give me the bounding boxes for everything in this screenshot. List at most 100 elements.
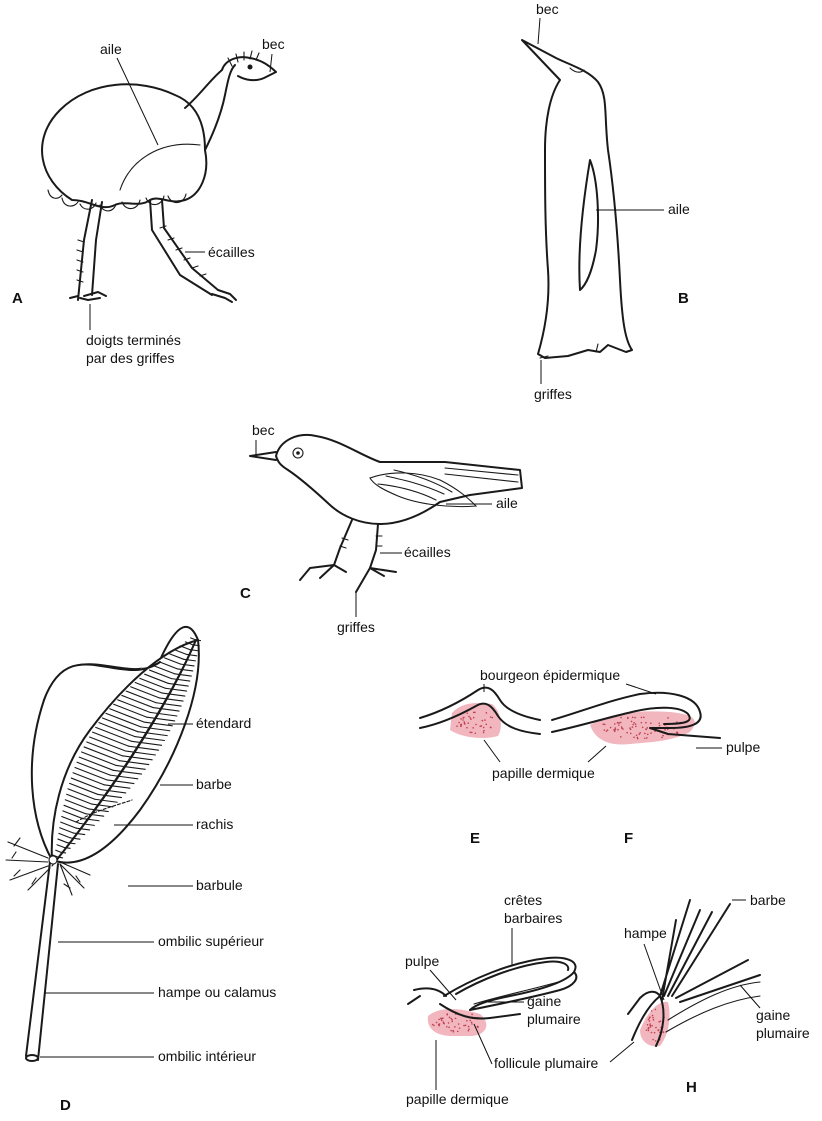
figure-letter-b: B xyxy=(678,290,689,307)
stipple-dot xyxy=(649,1016,651,1018)
label-d-lower-umbilicus: ombilic intérieur xyxy=(158,1048,256,1064)
figure-letter-f: F xyxy=(624,830,633,847)
figure-letter-c: C xyxy=(240,585,251,602)
stipple-dot xyxy=(633,722,635,724)
label-g-pulp: pulpe xyxy=(405,953,439,969)
label-c-claws: griffes xyxy=(337,619,375,635)
stipple-dot xyxy=(644,737,646,739)
stipple-dot xyxy=(432,1024,434,1026)
figure-letter-a: A xyxy=(12,290,23,307)
stipple-dot xyxy=(446,1026,448,1028)
feather-calamus xyxy=(26,862,58,1060)
stipple-dot xyxy=(663,1032,665,1034)
stipple-dot xyxy=(632,726,634,728)
stipple-dot xyxy=(451,1021,453,1023)
label-a-wing: aile xyxy=(100,41,122,57)
stipple-dot xyxy=(485,723,487,725)
stipple-dot xyxy=(607,729,609,731)
feather-lower-umbilicus xyxy=(26,1055,38,1061)
stipple-dot xyxy=(438,1019,440,1021)
stipple-dot xyxy=(655,1040,657,1042)
stipple-dot xyxy=(639,732,641,734)
stipple-dot xyxy=(490,727,492,729)
stipple-dot xyxy=(466,1020,468,1022)
stipple-dot xyxy=(439,1023,441,1025)
stipple-dot xyxy=(484,719,486,721)
stipple-dot xyxy=(659,725,661,727)
stipple-dot xyxy=(654,1032,656,1034)
stipple-dot xyxy=(634,717,636,719)
label-b-wing: aile xyxy=(668,201,690,217)
label-g-ridges-line2: barbaires xyxy=(504,910,562,926)
label-g-sheath-line2: plumaire xyxy=(527,1011,581,1027)
stipple-dot xyxy=(630,733,632,735)
stipple-dot xyxy=(644,733,646,735)
stipple-dot xyxy=(657,1030,659,1032)
stipple-dot xyxy=(647,727,649,729)
stipple-dot xyxy=(470,718,472,720)
stipple-dot xyxy=(627,717,629,719)
figure-f-bud xyxy=(552,693,720,745)
stipple-dot xyxy=(440,1018,442,1020)
figure-letter-h: H xyxy=(686,1079,697,1096)
stipple-dot xyxy=(448,1022,450,1024)
stipple-dot xyxy=(655,1009,657,1011)
label-h-shaft: hampe xyxy=(624,925,667,941)
stipple-dot xyxy=(472,727,474,729)
label-d-upper-umbilicus: ombilic supérieur xyxy=(158,933,264,949)
stipple-dot xyxy=(454,1026,456,1028)
stipple-dot xyxy=(658,722,660,724)
stipple-dot xyxy=(471,1021,473,1023)
stipple-dot xyxy=(618,724,620,726)
stipple-dot xyxy=(466,727,468,729)
label-a-toes-line1: doigts terminés xyxy=(86,332,181,348)
stipple-dot xyxy=(433,1025,435,1027)
stipple-dot xyxy=(473,712,475,714)
stipple-dot xyxy=(610,727,612,729)
stipple-dot xyxy=(436,1022,438,1024)
stipple-dot xyxy=(662,735,664,737)
label-d-vane: étendard xyxy=(196,715,251,731)
stipple-dot xyxy=(491,717,493,719)
stipple-dot xyxy=(667,717,669,719)
stipple-dot xyxy=(637,738,639,740)
stipple-dot xyxy=(632,724,634,726)
stipple-dot xyxy=(467,722,469,724)
stipple-dot xyxy=(660,1020,662,1022)
stipple-dot xyxy=(650,732,652,734)
stipple-dot xyxy=(636,734,638,736)
label-h-barb: barbe xyxy=(750,892,786,908)
stipple-dot xyxy=(649,1023,651,1025)
stipple-dot xyxy=(645,728,647,730)
stipple-dot xyxy=(449,1017,451,1019)
stipple-dot xyxy=(471,1014,473,1016)
label-d-calamus: hampe ou calamus xyxy=(158,984,276,1000)
stipple-dot xyxy=(453,1031,455,1033)
stipple-dot xyxy=(635,726,637,728)
label-a-beak: bec xyxy=(262,36,285,52)
stipple-dot xyxy=(648,1019,650,1021)
stipple-dot xyxy=(649,1020,651,1022)
stipple-dot xyxy=(446,1013,448,1015)
stipple-dot xyxy=(648,1027,650,1029)
figure-c-songbird xyxy=(250,435,522,592)
figure-g-labels: crêtes barbaires pulpe gaine plumaire fo… xyxy=(405,892,598,1121)
stipple-dot xyxy=(650,722,652,724)
stipple-dot xyxy=(630,728,632,730)
stipple-dot xyxy=(617,722,619,724)
stipple-dot xyxy=(469,717,471,719)
stipple-dot xyxy=(475,732,477,734)
stipple-dot xyxy=(475,724,477,726)
label-ef-bud: bourgeon épidermique xyxy=(480,667,620,683)
stipple-dot xyxy=(602,723,604,725)
stipple-dot xyxy=(457,1031,459,1033)
figure-b-penguin xyxy=(522,40,632,358)
stipple-dot xyxy=(448,1027,450,1029)
figure-a-emu xyxy=(42,51,276,302)
stipple-dot xyxy=(486,712,488,714)
label-g-dermal-papilla: papille dermique xyxy=(406,1091,509,1107)
label-b-claws: griffes xyxy=(534,386,572,402)
stipple-dot xyxy=(468,1028,470,1030)
stipple-dot xyxy=(632,717,634,719)
stipple-dot xyxy=(631,721,633,723)
